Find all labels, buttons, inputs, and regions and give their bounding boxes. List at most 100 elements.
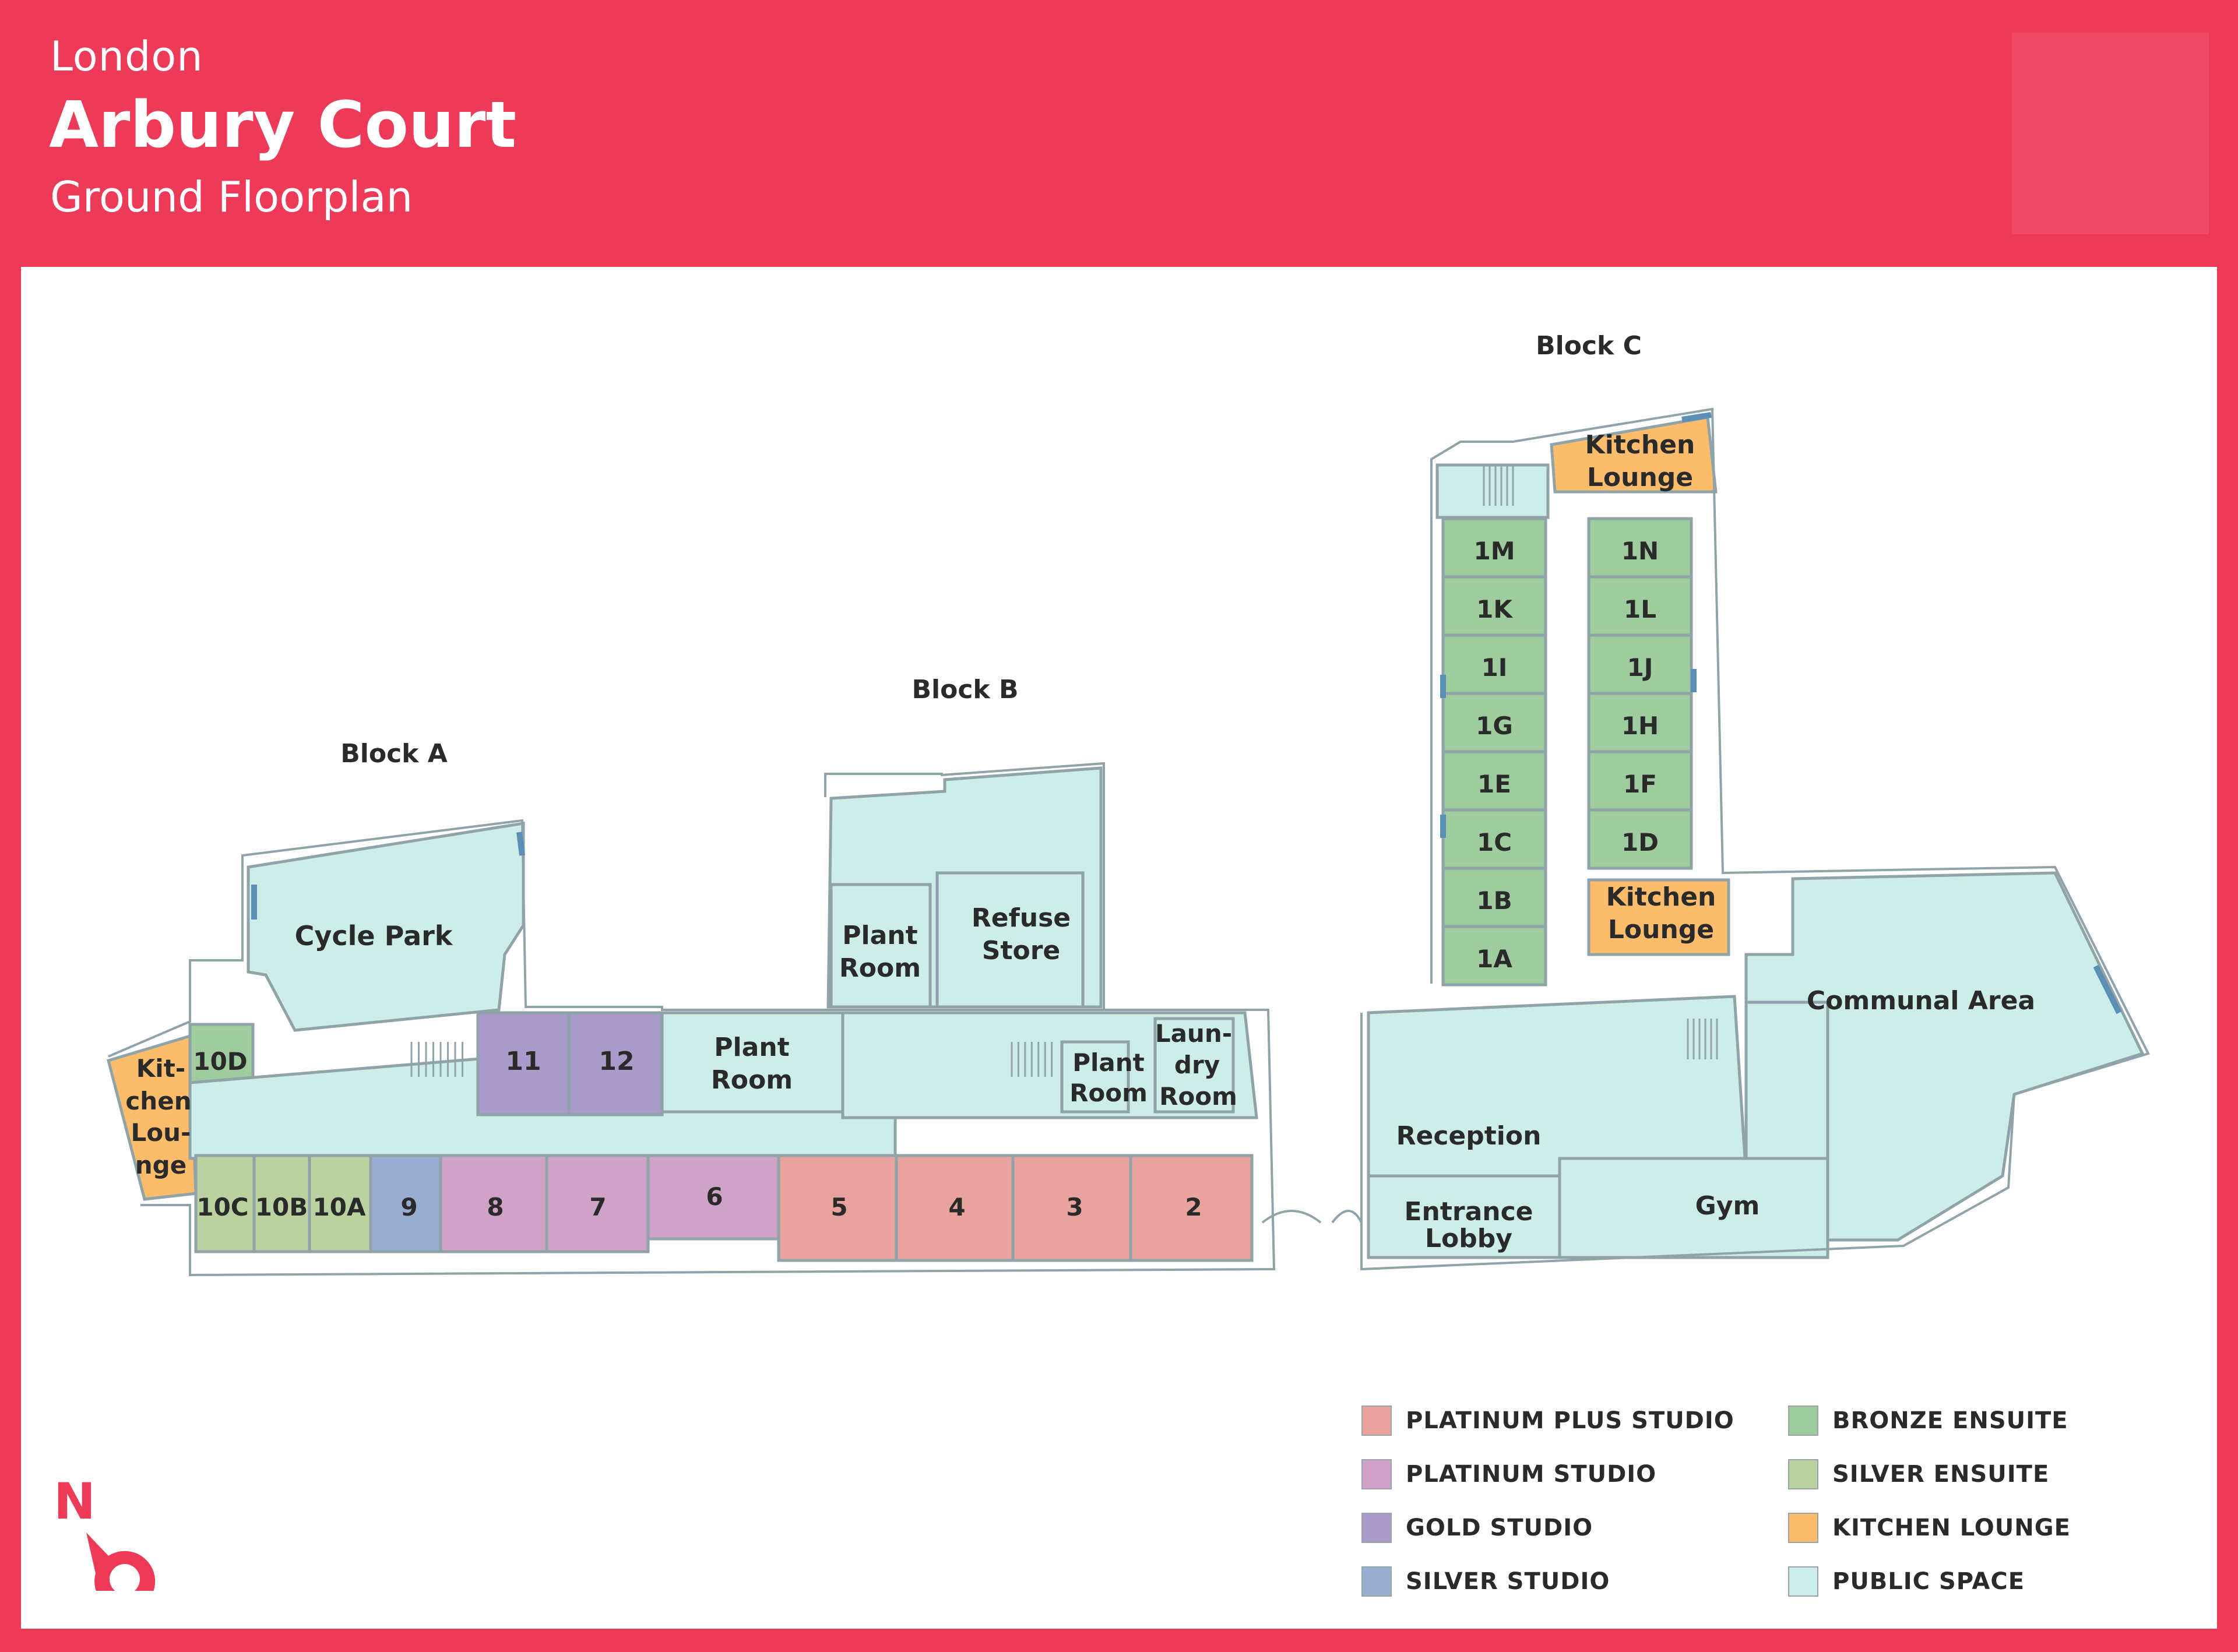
- room-2-label: 2: [1185, 1193, 1202, 1221]
- legend-item: SILVER ENSUITE: [1788, 1457, 2049, 1492]
- block-b-outline: [824, 762, 1105, 1010]
- legend-swatch: [1788, 1406, 1818, 1436]
- entrance-lobby-label-b: Lobby: [1425, 1224, 1512, 1253]
- laundry-room: [1153, 1017, 1235, 1114]
- room-1j-label: 1J: [1627, 653, 1653, 682]
- kitchen-c1-label-b: Lounge: [1587, 463, 1693, 492]
- room-6-label: 6: [706, 1182, 723, 1211]
- window-marker: [1681, 412, 1712, 422]
- kitchen-c2-label-b: Lounge: [1608, 915, 1714, 945]
- block-c-stair: [1435, 463, 1550, 519]
- north-compass-icon: N: [54, 1473, 156, 1591]
- laundry-label-a: Laun-: [1155, 1019, 1232, 1048]
- legend-swatch: [1361, 1566, 1392, 1597]
- room-3-label: 3: [1066, 1193, 1083, 1221]
- header-bar: London Arbury Court Ground Floorplan: [0, 0, 2238, 267]
- kitchen-lounge-c1: [1550, 415, 1718, 494]
- room-1n-label: 1N: [1621, 537, 1659, 565]
- legend-item: BRONZE ENSUITE: [1788, 1403, 2068, 1438]
- kitchen-a-label-3: Lou-: [131, 1118, 191, 1147]
- refuse-store-label-b: Store: [982, 936, 1061, 966]
- room-5-label: 5: [831, 1193, 847, 1221]
- room-1g-label: 1G: [1476, 711, 1513, 740]
- kitchen-lounge-c2: [1587, 878, 1730, 956]
- laundry-label-c: Room: [1159, 1082, 1237, 1111]
- plant-room-1-label-b: Room: [711, 1065, 793, 1095]
- legend-label: BRONZE ENSUITE: [1832, 1407, 2068, 1434]
- plant-room-1-label-a: Plant: [714, 1033, 789, 1062]
- stairs-block-b: [1011, 1042, 1053, 1077]
- room-10d-label: 10D: [193, 1047, 247, 1076]
- room-10b-label: 10B: [255, 1193, 308, 1221]
- cycle-park-room: [247, 822, 525, 1032]
- room-1d: [1587, 808, 1693, 870]
- legend-label: PLATINUM STUDIO: [1406, 1461, 1657, 1488]
- refuse-store: [935, 871, 1085, 1009]
- legend-item: PLATINUM PLUS STUDIO: [1361, 1403, 1734, 1438]
- kitchen-a-label-4: nge: [135, 1151, 186, 1179]
- window-marker: [516, 832, 525, 856]
- stairs-block-c-south: [1687, 1019, 1718, 1059]
- room-1c-label: 1C: [1477, 828, 1512, 857]
- legend-swatch: [1788, 1566, 1818, 1597]
- cycle-park-label: Cycle Park: [295, 920, 453, 952]
- legend-item: PUBLIC SPACE: [1788, 1564, 2025, 1599]
- city-label: London: [50, 33, 203, 80]
- legend-item: SILVER STUDIO: [1361, 1564, 1610, 1599]
- legend-swatch: [1788, 1513, 1818, 1543]
- page-title: Arbury Court: [49, 87, 517, 162]
- plant-room-2-label-b: Room: [839, 953, 921, 983]
- block-b-label: Block B: [912, 675, 1018, 705]
- legend-label: PUBLIC SPACE: [1832, 1568, 2025, 1595]
- legend-label: PLATINUM PLUS STUDIO: [1406, 1407, 1734, 1434]
- legend-swatch: [1361, 1513, 1392, 1543]
- room-4-label: 4: [948, 1193, 965, 1221]
- stairs-block-a: [410, 1042, 463, 1077]
- plant-room-2-label-a: Plant: [842, 921, 917, 950]
- page-subtitle: Ground Floorplan: [50, 172, 413, 221]
- room-1l-label: 1L: [1624, 595, 1656, 624]
- legend-item: GOLD STUDIO: [1361, 1510, 1593, 1545]
- plant-room-b3: [1060, 1040, 1130, 1114]
- room-11-label: 11: [505, 1047, 541, 1076]
- room-1f-label: 1F: [1623, 770, 1657, 798]
- kitchen-a-label-2: chen: [125, 1087, 191, 1115]
- window-marker: [2093, 964, 2122, 1015]
- block-c-outline: [1360, 407, 2150, 1271]
- room-1d-label: 1D: [1621, 828, 1659, 857]
- block-a-outline: [108, 819, 1276, 1277]
- refuse-store-label-a: Refuse: [972, 903, 1071, 933]
- block-a-label: Block A: [340, 739, 448, 769]
- legend-label: GOLD STUDIO: [1406, 1514, 1593, 1541]
- room-2: [1129, 1154, 1254, 1262]
- room-9-label: 9: [400, 1193, 417, 1221]
- room-1k-label: 1K: [1476, 595, 1513, 624]
- kitchen-a-label-1: Kit-: [136, 1054, 185, 1083]
- compass-hole: [110, 1564, 140, 1591]
- legend-label: SILVER STUDIO: [1406, 1568, 1610, 1595]
- reception-label: Reception: [1396, 1121, 1542, 1151]
- gym-area: [1558, 1157, 1829, 1259]
- room-1b-label: 1B: [1476, 886, 1512, 915]
- plant-room-b1: [660, 1011, 844, 1114]
- legend-item: KITCHEN LOUNGE: [1788, 1510, 2071, 1545]
- gym-label: Gym: [1695, 1191, 1760, 1221]
- room-7-label: 7: [589, 1193, 606, 1221]
- header-logo-placeholder: [2012, 33, 2209, 234]
- legend-item: PLATINUM STUDIO: [1361, 1457, 1656, 1492]
- room-1h-label: 1H: [1621, 711, 1659, 740]
- door-arc: [1261, 1210, 1363, 1224]
- legend-swatch: [1361, 1459, 1392, 1489]
- laundry-label-b: dry: [1174, 1051, 1220, 1079]
- room-1a-label: 1A: [1476, 945, 1512, 973]
- communal-area-label: Communal Area: [1807, 986, 2035, 1016]
- communal-area: [1744, 871, 2145, 1242]
- room-12-label: 12: [599, 1047, 634, 1076]
- compass-north-label: N: [54, 1473, 96, 1531]
- room-10c-label: 10C: [196, 1193, 248, 1221]
- block-c-mid: [1744, 1001, 1829, 1160]
- room-8-label: 8: [487, 1193, 504, 1221]
- legend-swatch: [1361, 1406, 1392, 1436]
